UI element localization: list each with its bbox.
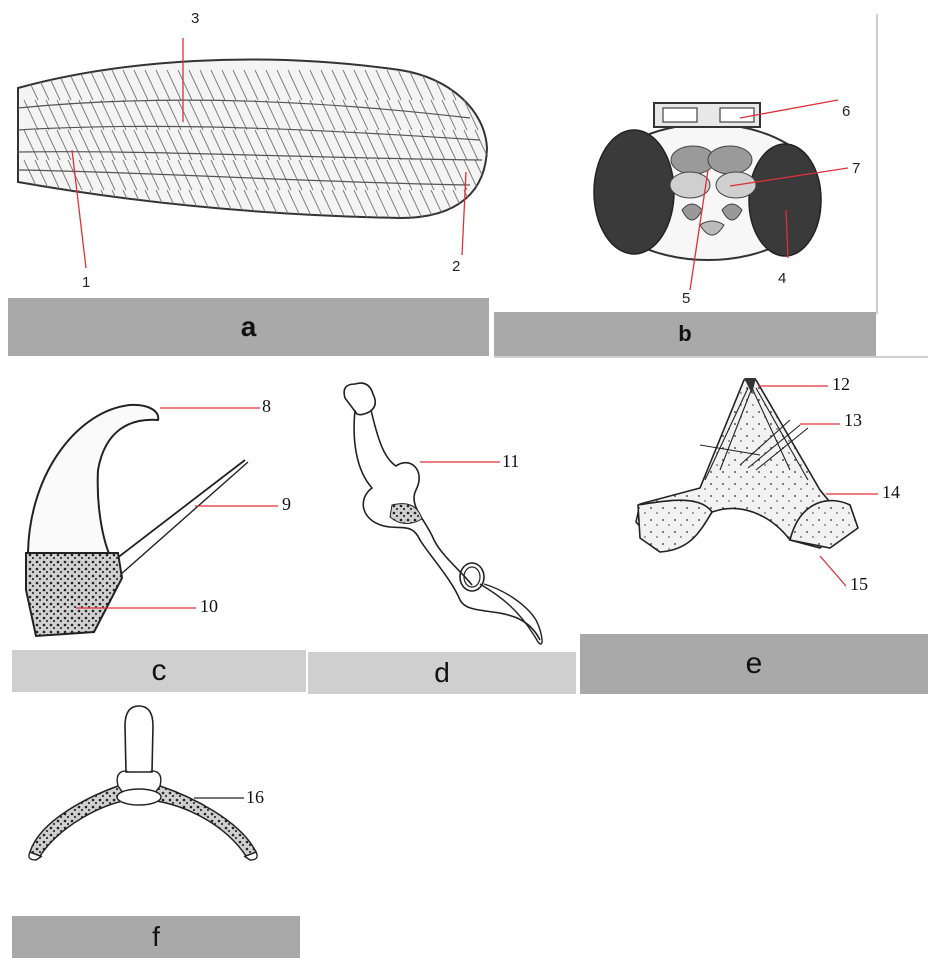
callout-16: 16 xyxy=(246,787,264,808)
caption-f: f xyxy=(152,921,160,953)
caption-bar-f: f xyxy=(12,916,300,958)
